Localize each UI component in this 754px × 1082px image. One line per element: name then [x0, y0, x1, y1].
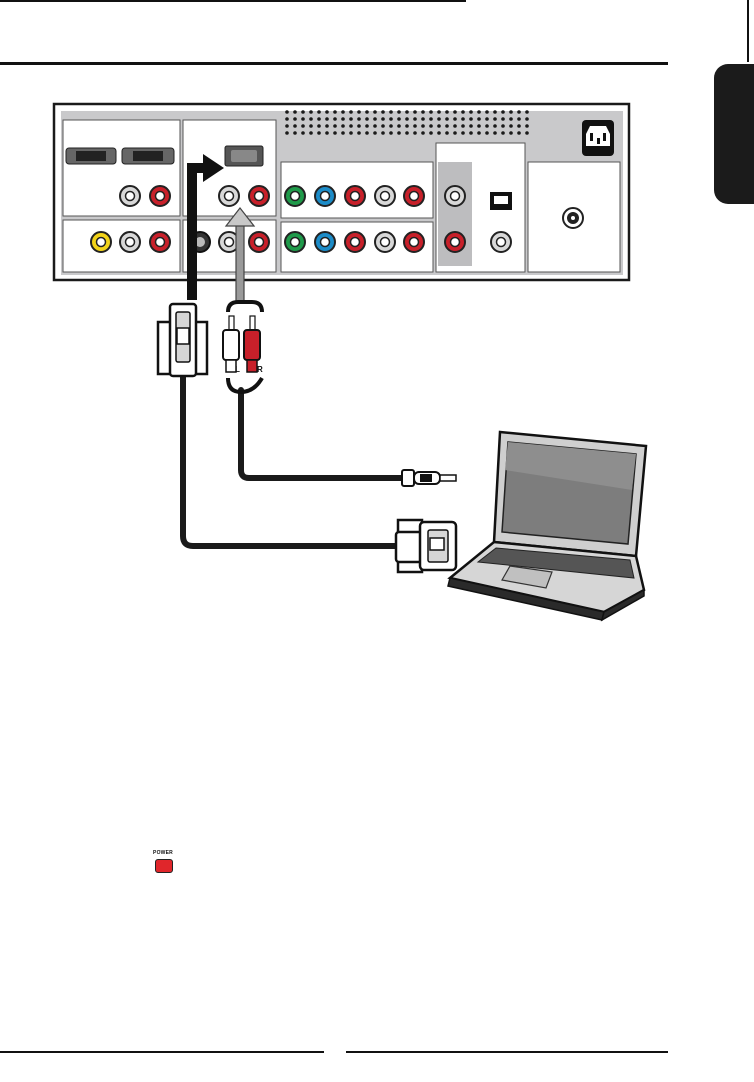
cables [183, 375, 402, 546]
vga-cable-plug-tv [158, 304, 207, 376]
rca-jack[interactable] [345, 186, 365, 206]
rca-jack[interactable] [219, 186, 239, 206]
rca-jack[interactable] [445, 186, 465, 206]
audio-plug-right [244, 316, 260, 372]
laptop-icon [448, 432, 646, 620]
vga-cable-plug-laptop [396, 520, 456, 572]
audio-left-label: L [235, 365, 240, 374]
rca-jack[interactable] [404, 186, 424, 206]
power-cord-socket-icon[interactable] [582, 120, 614, 156]
vent-grille [282, 107, 530, 137]
rca-jack[interactable] [375, 232, 395, 252]
coax-antenna-port-icon[interactable] [563, 208, 583, 228]
hdmi-port-1[interactable] [66, 148, 116, 164]
rca-jack[interactable] [345, 232, 365, 252]
rca-jack[interactable] [285, 232, 305, 252]
rca-jack[interactable] [445, 232, 465, 252]
hdmi-port-2[interactable] [122, 148, 174, 164]
rca-jack[interactable] [491, 232, 511, 252]
vga-port-icon[interactable] [225, 146, 263, 166]
rca-jack[interactable] [249, 232, 269, 252]
power-icon [155, 859, 173, 873]
rca-jack[interactable] [150, 232, 170, 252]
power-label: POWER [146, 850, 180, 856]
audio-plug-left [223, 316, 239, 372]
rca-jack[interactable] [285, 186, 305, 206]
rca-jack[interactable] [375, 186, 395, 206]
tv-back-panel [54, 104, 629, 280]
rca-jack[interactable] [120, 232, 140, 252]
rca-jack[interactable] [315, 232, 335, 252]
rca-jack[interactable] [91, 232, 111, 252]
rca-jack[interactable] [315, 186, 335, 206]
rca-jack[interactable] [249, 186, 269, 206]
remote-power-button: POWER [146, 850, 180, 876]
rca-jack[interactable] [404, 232, 424, 252]
rca-jack[interactable] [120, 186, 140, 206]
audio-right-label: R [257, 365, 263, 374]
audio-mini-plug-laptop [402, 470, 456, 486]
ethernet-port-icon[interactable] [490, 192, 512, 210]
rca-jack[interactable] [150, 186, 170, 206]
